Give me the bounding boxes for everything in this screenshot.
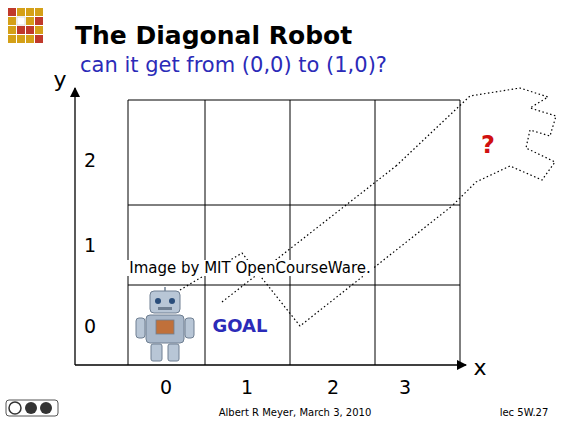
column-number: 3 (399, 377, 411, 398)
grid-lines-part (205, 100, 206, 365)
slide-title: The Diagonal Robot (75, 22, 352, 50)
row-number: 1 (84, 235, 96, 256)
puzzle-icon (8, 8, 43, 43)
robot-picture (136, 287, 194, 361)
column-number: 0 (160, 377, 172, 398)
puzzle-icon-part (35, 8, 43, 16)
footer-author: Albert R Meyer, March 3, 2010 (219, 407, 372, 418)
license-icon (6, 400, 58, 416)
puzzle-icon-part (17, 35, 25, 43)
license-icon-part (40, 402, 52, 414)
robot-picture-part (156, 320, 174, 334)
puzzle-icon-part (35, 35, 43, 43)
robot-picture-part (136, 318, 145, 338)
license-icon-part (25, 402, 37, 414)
robot-picture-part (151, 344, 162, 361)
row-number: 0 (84, 316, 96, 337)
robot-picture-part (185, 318, 194, 338)
dotted-path-part (396, 88, 556, 206)
goal-label: GOAL (213, 316, 268, 336)
grid-lines-part (128, 100, 129, 365)
column-number: 1 (241, 377, 253, 398)
grid-lines-part (128, 100, 460, 101)
robot-picture-part (146, 315, 184, 343)
puzzle-icon-part (26, 26, 34, 34)
puzzle-icon-part (35, 17, 43, 25)
axis-name: y (53, 68, 66, 92)
slide-number: lec 5W.27 (500, 407, 549, 418)
puzzle-icon-part (35, 26, 43, 34)
puzzle-icon-part (8, 8, 16, 16)
grid-lines-part (128, 285, 460, 286)
puzzle-icon-part (26, 8, 34, 16)
grid-lines-part (290, 100, 291, 365)
grid-lines (128, 100, 460, 365)
grid-lines-part (460, 100, 461, 365)
grid-lines-part (128, 205, 460, 206)
robot-picture-part (155, 298, 161, 304)
robot-picture-part (169, 298, 175, 304)
robot-picture-part (158, 307, 172, 310)
license-icon-part (6, 400, 58, 416)
puzzle-icon-part (17, 8, 25, 16)
question-subtitle: can it get from (0,0) to (1,0)? (80, 54, 387, 77)
robot-picture-part (168, 344, 179, 361)
axis-name: x (473, 356, 486, 380)
image-credit: Image by MIT OpenCourseWare. (126, 260, 374, 277)
axes-part (75, 364, 466, 365)
robot-picture-part (150, 291, 180, 313)
column-number: 2 (327, 377, 339, 398)
puzzle-icon-part (8, 26, 16, 34)
license-icon-part (9, 402, 21, 414)
puzzle-icon-part (26, 35, 34, 43)
puzzle-icon-part (26, 17, 34, 25)
dotted-path-part (222, 166, 396, 302)
question-mark: ? (481, 132, 495, 158)
dotted-path (180, 88, 556, 326)
axes-part (74, 88, 75, 365)
grid-lines-part (375, 100, 376, 365)
row-number: 2 (84, 150, 96, 171)
axes (75, 88, 466, 365)
puzzle-icon-part (8, 17, 16, 25)
puzzle-icon-part (17, 26, 25, 34)
robot-picture-part (164, 287, 166, 291)
puzzle-icon-part (8, 35, 16, 43)
puzzle-icon-part (17, 17, 25, 25)
